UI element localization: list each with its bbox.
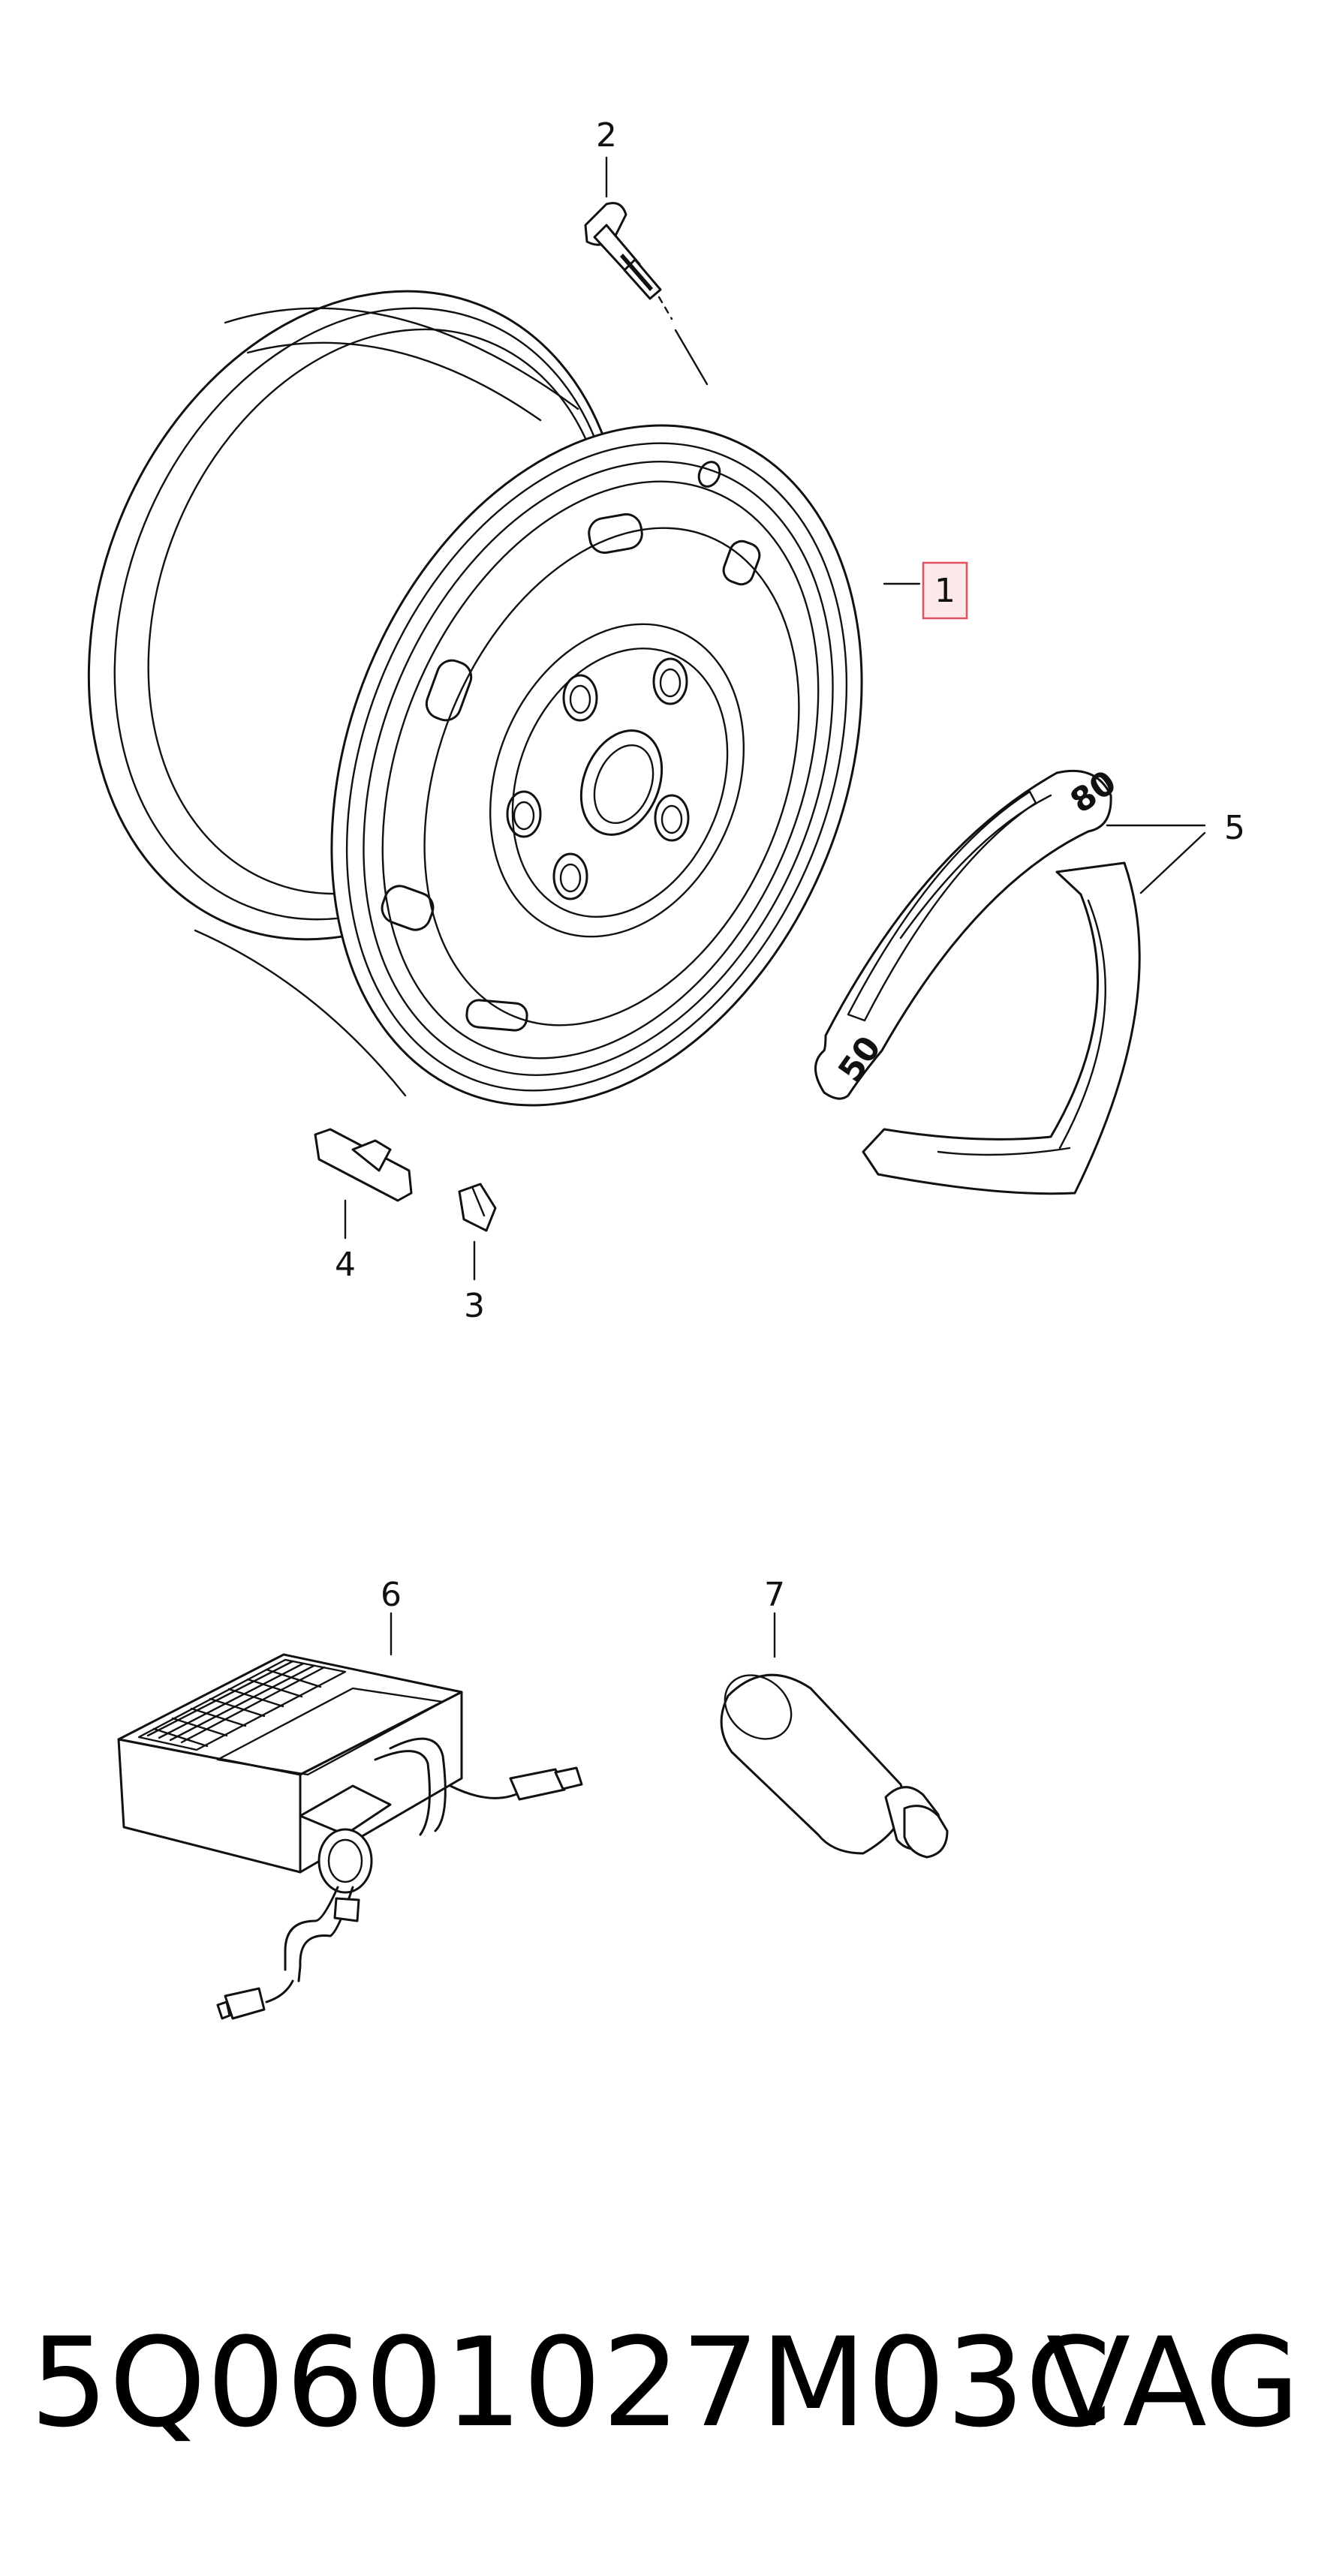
callout-5-label[interactable]: 5 [1224, 809, 1245, 847]
tire-pressure-sticker: 80 50 [814, 763, 1206, 1195]
weight-clip [458, 1183, 497, 1281]
callout-7-label[interactable]: 7 [764, 1576, 785, 1614]
part-number: 5Q0601027M03C [30, 2311, 1112, 2454]
callout-2-label[interactable]: 2 [596, 116, 617, 155]
callout-1-highlight[interactable] [922, 561, 968, 620]
callout-3-label[interactable]: 3 [464, 1287, 485, 1325]
tpms-control-unit [117, 1612, 583, 2020]
tire-valve [584, 156, 709, 386]
callout-1-label[interactable]: 1 [934, 572, 955, 610]
callout-6-label[interactable]: 6 [381, 1576, 402, 1614]
callout-4-label[interactable]: 4 [335, 1246, 356, 1284]
vent-grille [137, 1658, 347, 1751]
steel-wheel [87, 290, 921, 1107]
brand-name: VAG [1046, 2311, 1300, 2454]
sealant-cartridge [720, 1612, 949, 1859]
balance-weight [314, 1128, 413, 1240]
